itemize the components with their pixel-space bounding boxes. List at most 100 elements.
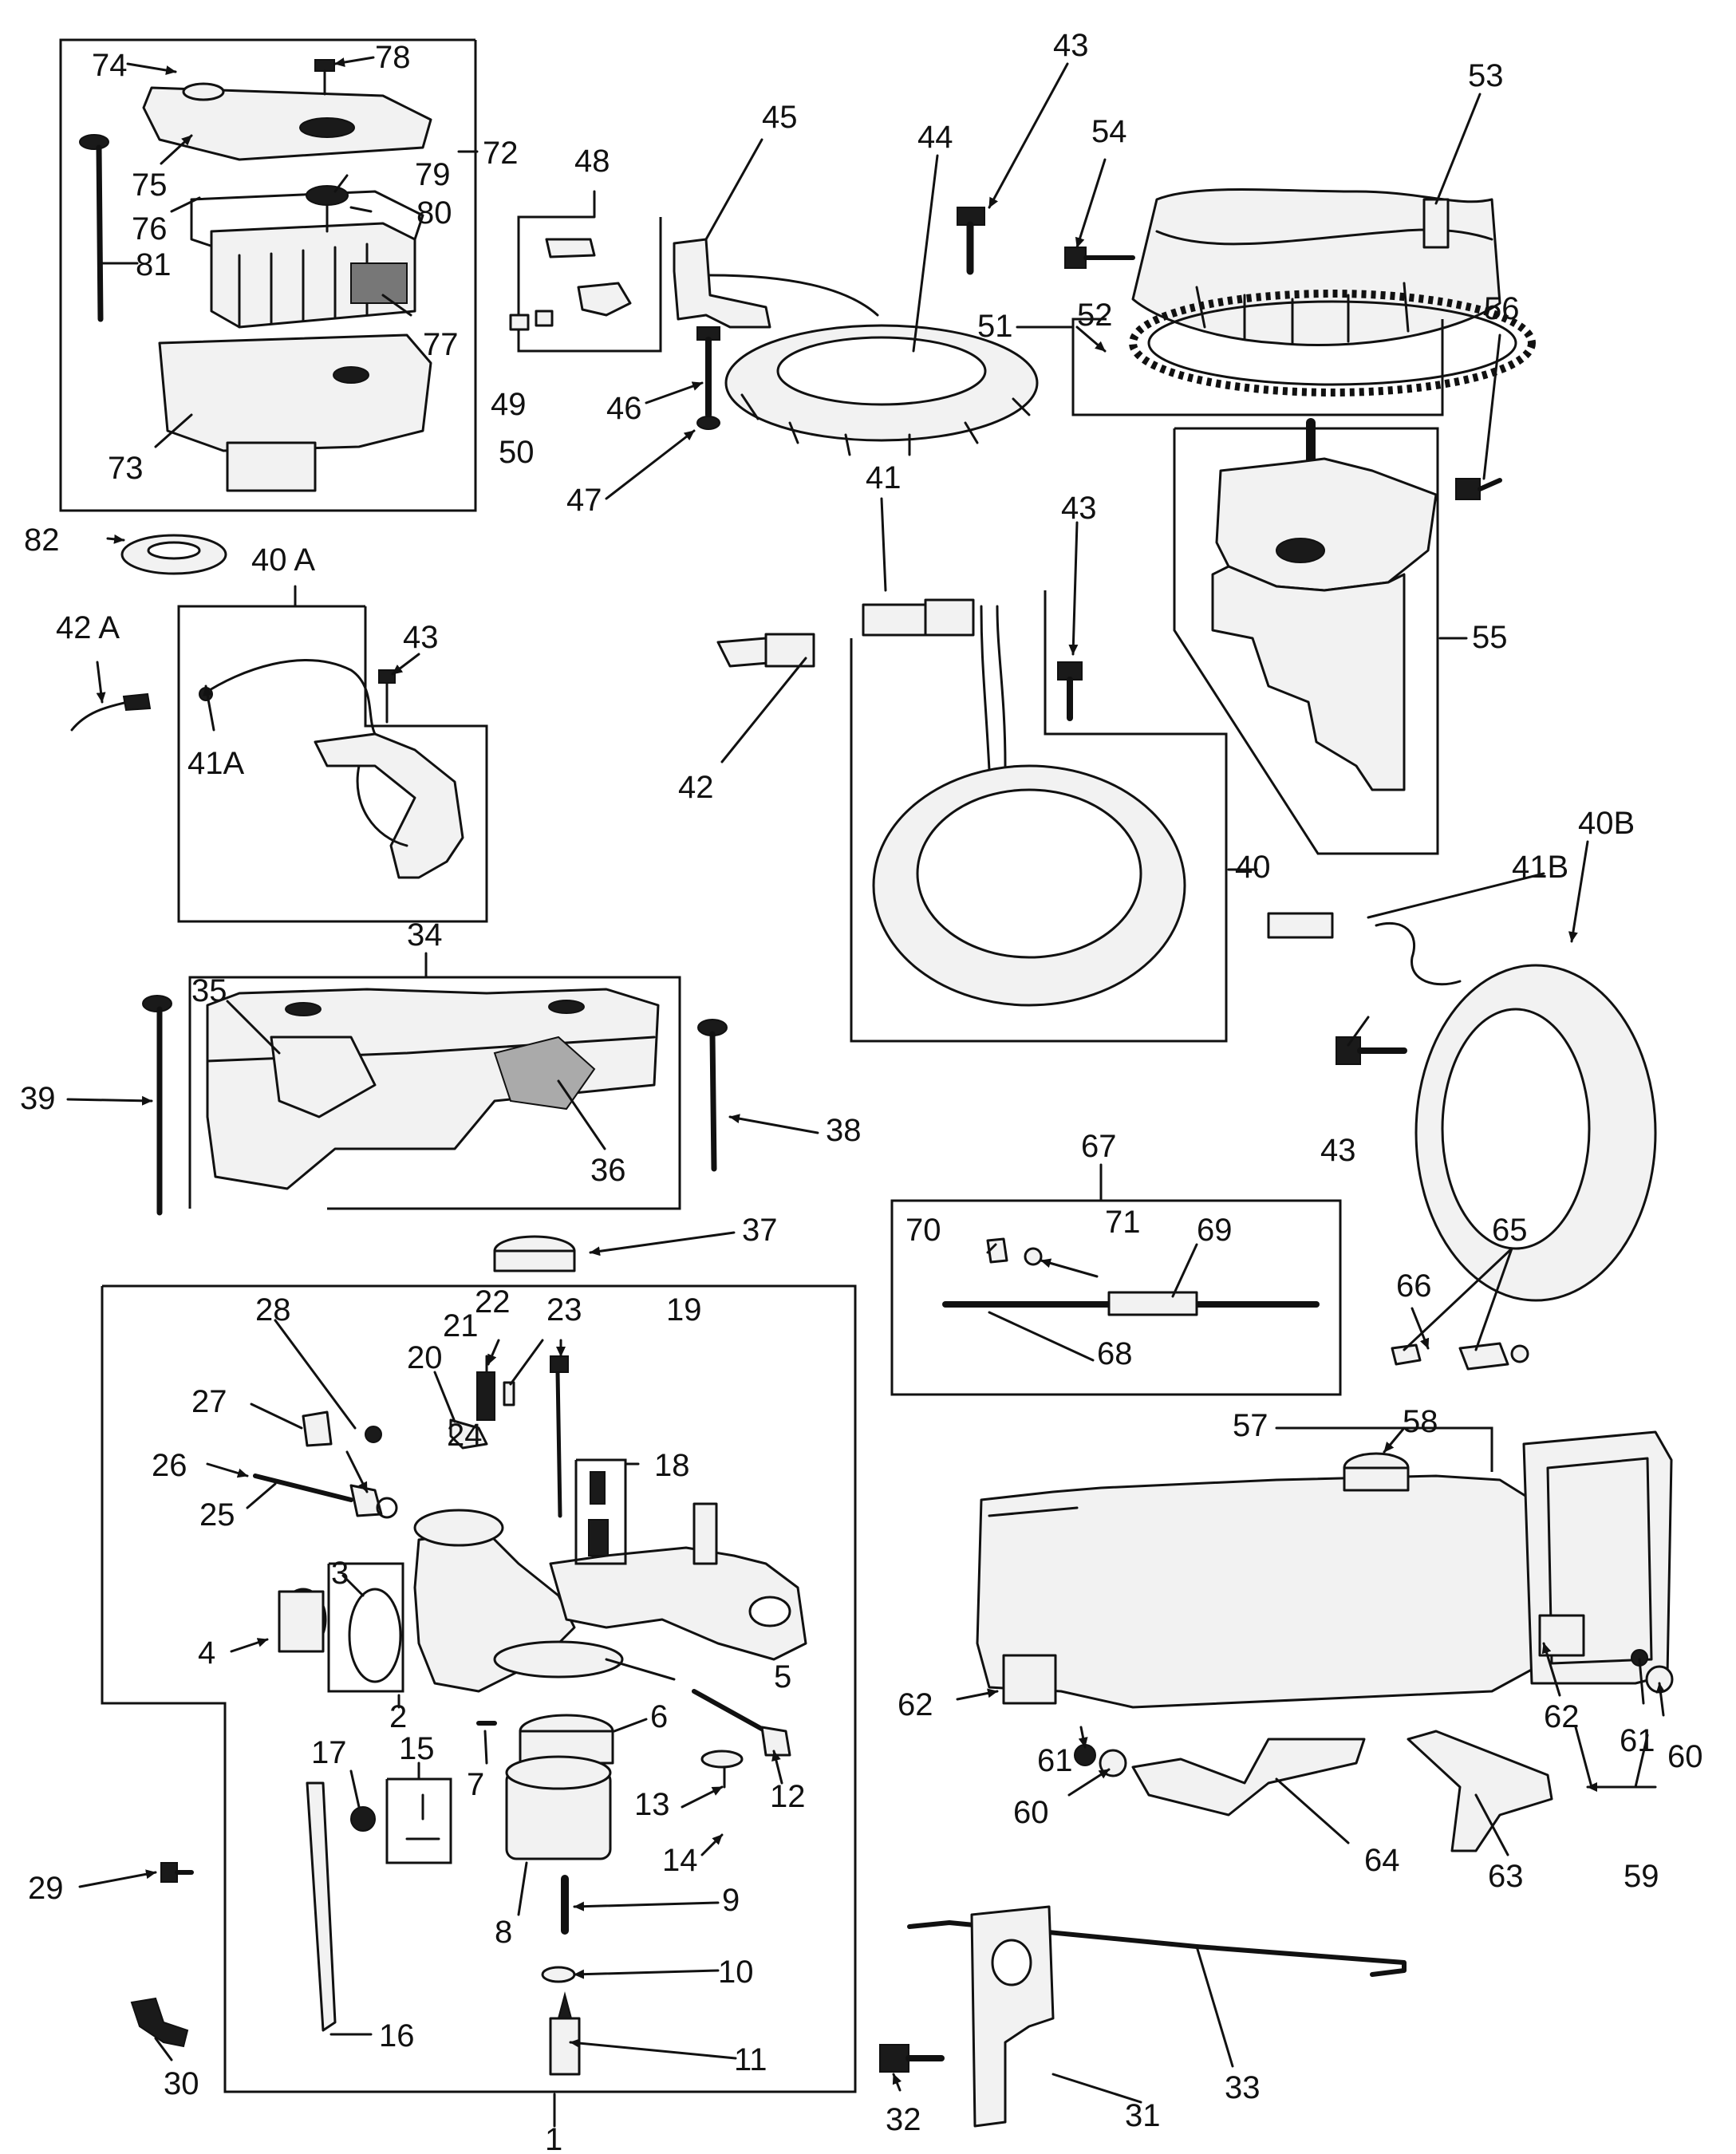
callout-60-a: 60: [1013, 1795, 1049, 1830]
callout-49: 49: [491, 387, 527, 422]
callout-70: 70: [905, 1213, 941, 1248]
callout-26: 26: [152, 1448, 187, 1483]
callout-24: 24: [447, 1418, 483, 1453]
callout-39: 39: [20, 1081, 56, 1116]
callout-28: 28: [255, 1292, 291, 1328]
callout-1: 1: [545, 2122, 562, 2154]
callout-75: 75: [132, 168, 168, 203]
callout-40A: 40 A: [251, 542, 315, 578]
callout-68: 68: [1097, 1336, 1133, 1371]
part-54-screw: [1064, 247, 1135, 269]
part-43-bolt-40: [1057, 661, 1083, 721]
callout-69: 69: [1197, 1213, 1233, 1248]
callout-32: 32: [886, 2102, 921, 2137]
callout-65: 65: [1492, 1213, 1528, 1248]
callout-43-b: 43: [1053, 28, 1089, 63]
callout-17: 17: [311, 1735, 347, 1770]
callout-44: 44: [917, 120, 953, 155]
callout-62-a: 62: [898, 1687, 933, 1722]
callout-59: 59: [1624, 1859, 1659, 1894]
callout-62-b: 62: [1544, 1699, 1580, 1734]
callout-9: 9: [722, 1883, 740, 1918]
callout-36: 36: [590, 1153, 626, 1188]
callout-79: 79: [415, 157, 451, 192]
part-48-group: [509, 215, 662, 353]
callout-61-a: 61: [1037, 1743, 1073, 1778]
part-40-alternator: [850, 590, 1228, 1043]
part-51-52-group: [1071, 290, 1536, 416]
callout-41B: 41B: [1512, 850, 1568, 885]
part-1-carburetor-group: [101, 1284, 857, 2093]
part-38-bolt: [697, 1019, 728, 1172]
callout-53: 53: [1468, 58, 1504, 93]
callout-60-b: 60: [1667, 1739, 1703, 1774]
callout-82: 82: [24, 523, 60, 558]
callout-47: 47: [566, 483, 602, 518]
callout-23: 23: [546, 1292, 582, 1328]
callout-40B: 40B: [1578, 806, 1635, 841]
callout-33: 33: [1225, 2070, 1261, 2105]
part-65-66-fitting: [1391, 1342, 1529, 1371]
callout-57: 57: [1233, 1408, 1268, 1443]
callout-3: 3: [331, 1556, 349, 1591]
callout-41A: 41A: [187, 746, 244, 781]
part-40A-alternator-group: [177, 605, 488, 923]
callout-13: 13: [634, 1787, 670, 1822]
part-37-gasket: [493, 1235, 576, 1272]
part-34-fuel-tank-group: [188, 976, 681, 1210]
part-32-bolt: [879, 2044, 945, 2073]
callout-46: 46: [606, 391, 642, 426]
callout-35: 35: [191, 973, 227, 1008]
air-cleaner-group: [59, 38, 477, 512]
callout-8: 8: [495, 1915, 512, 1950]
part-57-gas-tank: [976, 1426, 1673, 1709]
callout-61-b: 61: [1620, 1723, 1655, 1758]
callout-45: 45: [762, 100, 798, 135]
callout-67: 67: [1081, 1129, 1117, 1164]
part-43-bolt-40B: [1336, 1036, 1407, 1065]
callout-73: 73: [108, 451, 144, 486]
part-60-61-screws: [1074, 1649, 1674, 1777]
callout-leaders: [66, 56, 1666, 2128]
callout-55: 55: [1472, 620, 1508, 655]
callout-77: 77: [423, 327, 459, 362]
callout-5: 5: [774, 1659, 791, 1694]
callout-71: 71: [1105, 1205, 1141, 1240]
callout-27: 27: [191, 1384, 227, 1419]
callout-81: 81: [136, 247, 172, 282]
callout-14: 14: [662, 1843, 698, 1878]
callout-43-c: 43: [1061, 491, 1097, 526]
callout-labels: 74 78 75 72 79 76 80 77 81 73 82 40 A 42…: [20, 28, 1703, 2154]
part-55-housing: [1173, 418, 1439, 855]
part-42-connector: [716, 633, 815, 668]
callout-18: 18: [654, 1448, 690, 1483]
callout-66: 66: [1396, 1268, 1432, 1304]
callout-12: 12: [770, 1779, 806, 1814]
part-29-screw: [160, 1862, 194, 1883]
part-46-47-screw: [696, 326, 720, 430]
callout-29: 29: [28, 1871, 64, 1906]
callout-58: 58: [1403, 1404, 1438, 1439]
callout-21: 21: [443, 1308, 479, 1343]
part-44-stator: [724, 324, 1039, 456]
callout-4: 4: [198, 1635, 215, 1671]
callout-15: 15: [399, 1731, 435, 1766]
callout-38: 38: [826, 1113, 862, 1148]
callout-78: 78: [375, 40, 411, 75]
callout-63: 63: [1488, 1859, 1524, 1894]
part-40B-alternator: [1267, 912, 1657, 1302]
callout-51: 51: [977, 309, 1013, 344]
part-63-bracket: [1407, 1730, 1553, 1852]
callout-37: 37: [742, 1213, 778, 1248]
callout-30: 30: [164, 2066, 199, 2101]
callout-31: 31: [1125, 2098, 1161, 2133]
callout-11: 11: [734, 2042, 767, 2077]
part-56-screw: [1455, 478, 1502, 500]
callout-16: 16: [379, 2018, 415, 2053]
part-67-link-group: [890, 1199, 1342, 1396]
callout-54: 54: [1091, 114, 1127, 149]
part-31-plate: [970, 1905, 1055, 2128]
callout-34: 34: [407, 917, 443, 953]
callout-50: 50: [499, 435, 535, 470]
callout-43-a: 43: [403, 620, 439, 655]
